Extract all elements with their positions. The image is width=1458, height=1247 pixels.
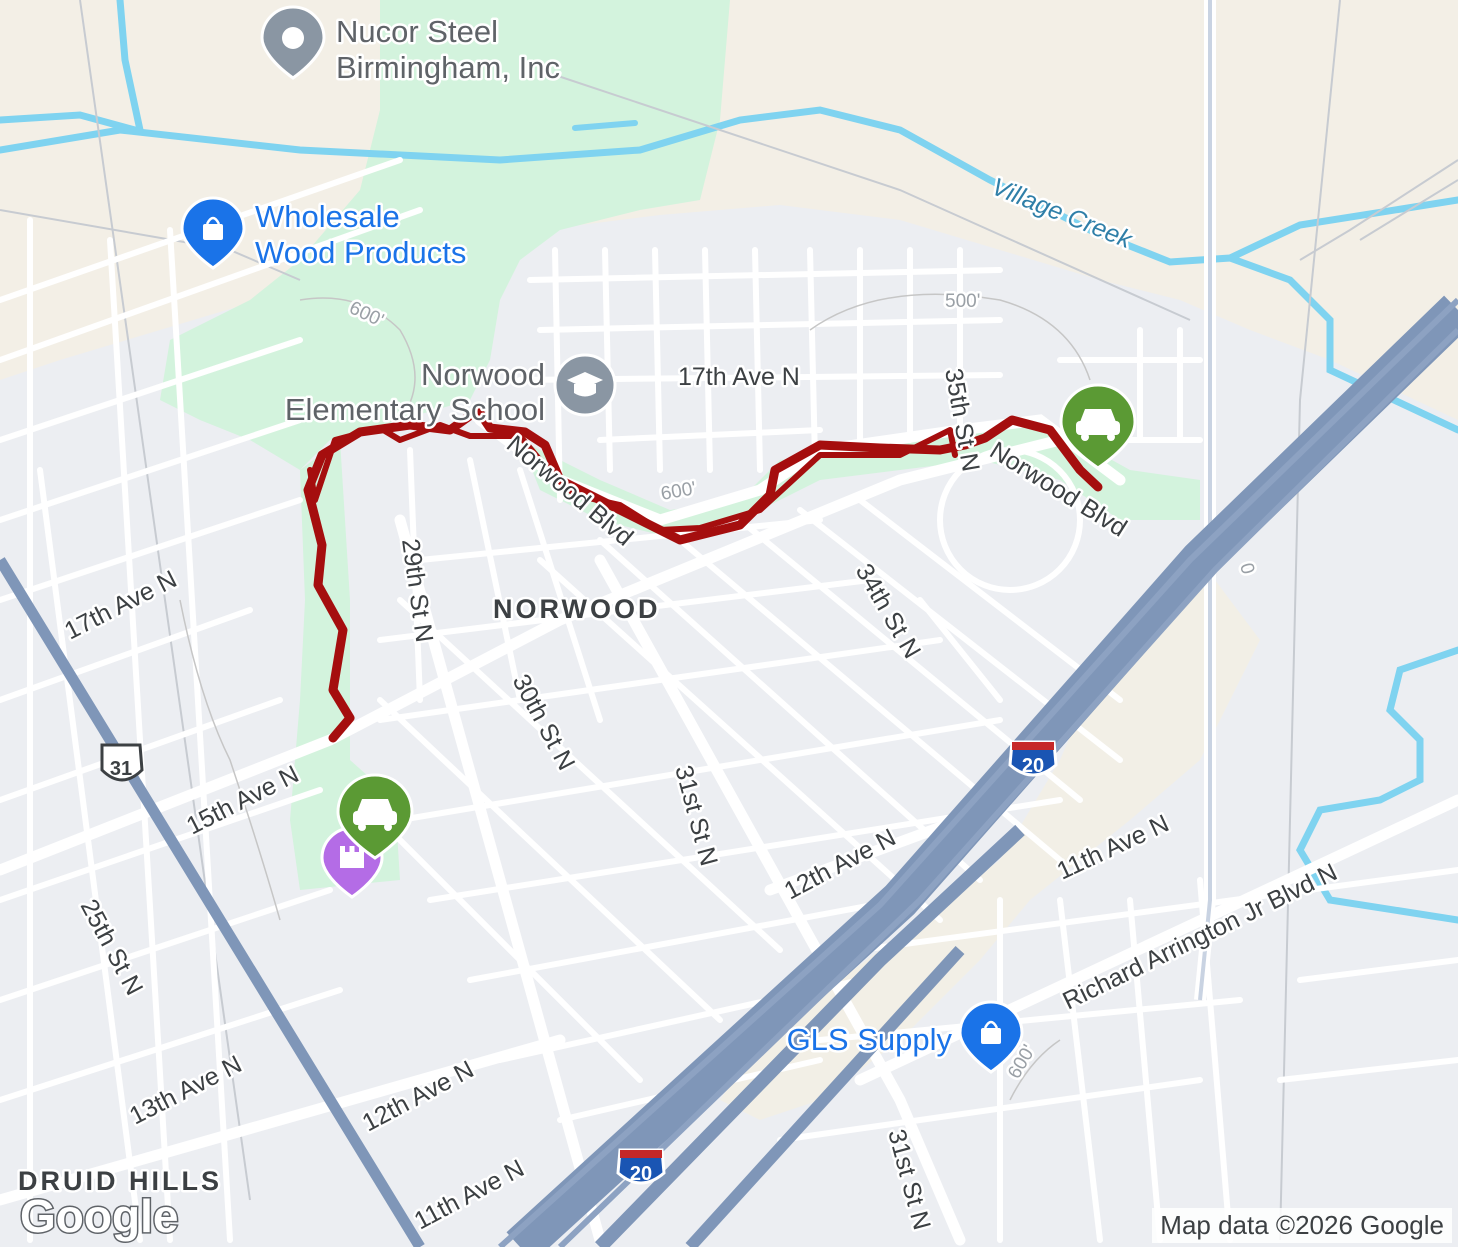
i20-shield-north[interactable]: 20 [1008,740,1058,777]
car-icon [1076,409,1120,441]
road-i20-frontage-west-inner [1198,0,1212,1001]
contour-label-500: 500' [945,291,980,312]
map-attribution[interactable]: Map data ©2026 Google [1152,1208,1452,1243]
shopping-bag-icon [180,196,246,270]
label-druid-hills: DRUID HILLS [18,1166,222,1196]
poi-gls-name: GLS Supply [787,1022,953,1057]
poi-nucor-name-line2: Birmingham, Inc [336,50,560,85]
poi-wholesale-wood[interactable]: Wholesale Wood Products [180,196,469,273]
interstate-20 [497,295,1458,1247]
poi-school-name-line2: Elementary School [285,392,545,427]
road-29th-st [394,514,606,1246]
open-land-area [0,0,1458,420]
route-path-overlap [307,422,958,533]
poi-gls-supply[interactable]: GLS Supply [784,1000,1024,1074]
route-end-marker[interactable] [1059,383,1137,470]
road-15th-ave [0,424,1106,876]
google-logo[interactable]: Google [19,1189,180,1244]
poi-norwood-elementary[interactable]: Norwood Elementary School [282,353,617,430]
school-cap-icon [553,353,617,417]
i20-shield-south-number: 20 [630,1163,652,1185]
highway-us31 [0,557,425,1247]
village-creek-water [0,0,1458,924]
car-icon [353,799,397,831]
park-area-north [160,0,730,470]
street-grid [0,157,1458,1243]
poi-nucor-steel[interactable]: Nucor Steel Birmingham, Inc [260,5,562,88]
route-start-marker[interactable] [336,773,414,860]
label-17th-ave-east: 17th Ave N [678,363,800,391]
road-31st-st [594,554,966,1246]
shopping-bag-icon [958,1000,1024,1074]
poi-school-name-line1: Norwood [421,357,545,392]
place-pin-icon [260,5,326,80]
road-12th-ave-west [0,1034,566,1206]
poi-nucor-name-line1: Nucor Steel [336,14,498,49]
label-norwood-neighborhood: NORWOOD [493,594,661,624]
road-12th-ave-east [764,814,966,896]
poi-wholesale-name-line1: Wholesale [255,199,400,234]
castle-icon [340,846,364,868]
contour-lines [179,293,1091,1101]
i20-shield-south[interactable]: 20 [616,1148,666,1185]
poi-wholesale-name-line2: Wood Products [255,235,466,270]
i20-shield-north-number: 20 [1022,755,1044,777]
us-31-shield[interactable]: 31 [100,743,144,782]
us-31-shield-number: 31 [110,758,132,780]
